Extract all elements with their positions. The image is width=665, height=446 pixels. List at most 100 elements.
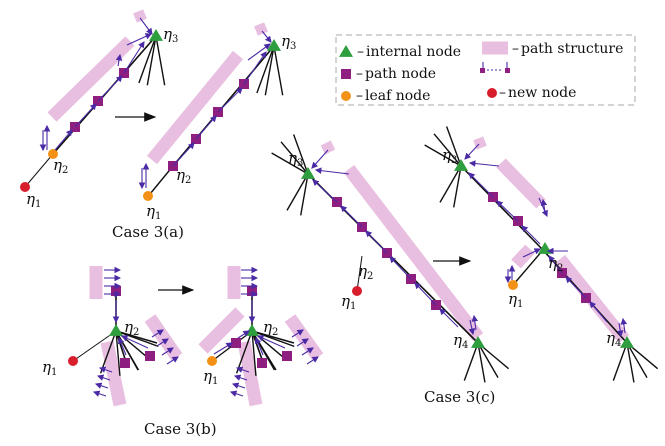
pointer-arrow — [538, 197, 548, 218]
subtree-edge — [292, 134, 309, 175]
pointer-arrow — [243, 51, 267, 85]
subtree-edge — [115, 330, 159, 348]
path-structure — [100, 340, 127, 407]
path-structure — [473, 136, 487, 150]
legend-new-symbol — [487, 88, 497, 98]
label-eta1-c2: η1 — [508, 290, 523, 310]
legend-path-label: –path node — [356, 66, 436, 82]
subtree-edge — [235, 330, 253, 374]
subtree-edge — [251, 330, 257, 376]
subtree-edge — [146, 35, 157, 86]
pointer-arrow — [96, 374, 111, 381]
subtree-edge — [439, 165, 462, 203]
pointer-arrow — [468, 319, 476, 336]
pointer-arrow — [229, 390, 244, 397]
label-eta1-b1: η1 — [42, 358, 57, 378]
internal-node-eta3 — [301, 167, 315, 179]
pointer-arrow — [121, 335, 149, 349]
subtree-edge — [271, 152, 309, 175]
pointer-arrow — [231, 382, 246, 389]
subtree-edge — [264, 45, 275, 96]
subtree-edge — [626, 342, 635, 383]
pointer-arrow — [237, 330, 250, 339]
pointer-arrow — [311, 149, 329, 169]
path-node — [120, 358, 130, 368]
internal-node-eta4 — [620, 336, 634, 348]
pointer-arrow — [195, 115, 217, 140]
legend: –internal node –path node –leaf node –pa… — [335, 34, 636, 106]
subtree-edge — [280, 141, 309, 175]
subtree-edge — [477, 342, 486, 383]
label-eta3-c1: η3 — [288, 149, 303, 169]
pointer-arrow — [235, 366, 250, 373]
caption-case-b: Case 3(b) — [144, 420, 217, 438]
new-node-eta1 — [20, 182, 30, 192]
label-eta3-a2: η3 — [281, 32, 296, 52]
pointer-arrow — [256, 335, 286, 349]
pointer-arrow — [98, 366, 113, 373]
pointer-arrow — [213, 342, 233, 355]
label-eta2-b2: η2 — [263, 318, 278, 338]
pointer-arrow — [94, 382, 109, 389]
pointer-arrow — [115, 53, 123, 67]
pointer-arrow — [123, 41, 145, 74]
leaf-node-eta1 — [207, 356, 217, 366]
tree-edge — [512, 249, 544, 286]
pointer-arrow — [74, 103, 97, 128]
subtree-edge — [433, 133, 462, 167]
pointer-arrow — [522, 248, 541, 258]
tree-edge — [356, 255, 363, 292]
label-eta3-c2: η3 — [442, 146, 457, 166]
pointer-arrow — [97, 75, 123, 102]
pointer-arrow — [616, 322, 624, 338]
subtree-edge — [138, 35, 157, 84]
pointer-arrow — [620, 317, 628, 334]
path-structure — [343, 165, 484, 341]
new-node-eta1 — [352, 286, 362, 296]
subtree-edge — [424, 144, 462, 167]
legend-mini-path-node — [480, 68, 485, 73]
path-structure — [133, 9, 147, 23]
pointer-arrow — [296, 338, 309, 347]
subtree-edge — [273, 45, 284, 96]
label-eta1-b2: η1 — [203, 367, 218, 387]
label-eta2-a1: η2 — [53, 156, 68, 176]
path-structure — [146, 50, 244, 165]
pointer-arrow — [306, 356, 319, 365]
pointer-arrow — [92, 390, 107, 397]
pointer-arrow — [414, 282, 437, 306]
legend-internal-symbol — [339, 45, 353, 57]
label-eta4-c2: η4 — [606, 329, 621, 349]
pointer-arrow — [261, 30, 272, 43]
pointer-arrow — [172, 142, 195, 167]
path-node — [145, 351, 155, 361]
legend-internal-label: –internal node — [357, 44, 461, 60]
pointer-arrow — [301, 347, 314, 356]
subtree-edge — [155, 35, 166, 86]
pointer-arrow — [161, 347, 174, 356]
path-structure — [496, 158, 546, 209]
subtree-edge — [463, 342, 479, 381]
subtree-edge — [453, 165, 462, 208]
legend-path-symbol — [341, 69, 351, 79]
internal-node-eta3 — [149, 29, 163, 41]
pointer-arrow — [166, 356, 179, 365]
pointer-arrow — [151, 329, 164, 338]
subtree-edge — [300, 173, 309, 216]
pointer-arrow — [340, 205, 363, 228]
pointer-arrow — [439, 308, 459, 328]
pointer-arrow — [548, 255, 563, 274]
legend-mini-path-node — [505, 68, 510, 73]
pointer-arrow — [389, 256, 412, 280]
path-structure — [320, 140, 336, 155]
label-eta1-a2: η1 — [146, 202, 161, 222]
pointer-arrow — [540, 198, 548, 213]
new-node-eta1 — [68, 356, 78, 366]
pointer-arrow — [126, 33, 152, 46]
tree-edge — [72, 330, 117, 362]
pointer-arrow — [464, 143, 480, 160]
legend-new-label: –new node — [499, 85, 576, 101]
subtree-edge — [286, 173, 309, 211]
